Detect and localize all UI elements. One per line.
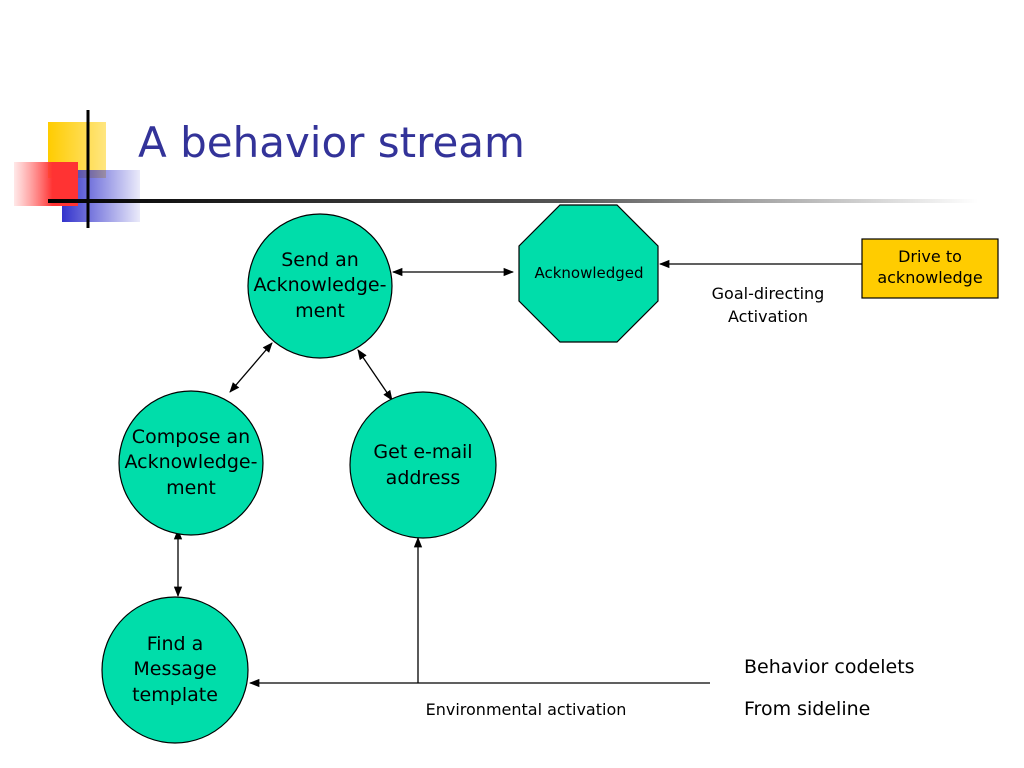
node-drive-label: Drive to acknowledge — [877, 247, 983, 287]
node-find-label: Find a Message template — [132, 632, 218, 706]
title-rule — [48, 199, 978, 203]
node-drive-to-acknowledge[interactable] — [861, 238, 999, 299]
environmental-activation-label: Environmental activation — [425, 700, 627, 719]
node-compose-acknowledgement[interactable] — [118, 390, 264, 536]
link-send-email — [357, 349, 393, 401]
node-compose-label: Compose an Acknowledge- ment — [124, 425, 258, 499]
node-send-acknowledgement[interactable] — [247, 213, 393, 359]
node-get-email-address[interactable] — [349, 391, 497, 539]
node-acknowledged-label: Acknowledged — [534, 263, 644, 282]
node-find-message-template[interactable] — [101, 596, 249, 744]
node-email-label: Get e-mail address — [373, 441, 473, 489]
node-send-label: Send an Acknowledge- ment — [253, 248, 387, 322]
connectors — [173, 259, 862, 688]
node-acknowledged[interactable] — [518, 204, 659, 343]
from-sideline-label: From sideline — [744, 698, 871, 720]
link-send-compose — [229, 342, 273, 393]
behavior-codelets-label: Behavior codelets — [744, 656, 915, 678]
goal-directing-label: Goal-directing Activation — [711, 284, 825, 327]
corner-logo — [14, 110, 140, 228]
logo-red-square — [14, 162, 78, 206]
slide-title: A behavior stream — [138, 118, 525, 167]
